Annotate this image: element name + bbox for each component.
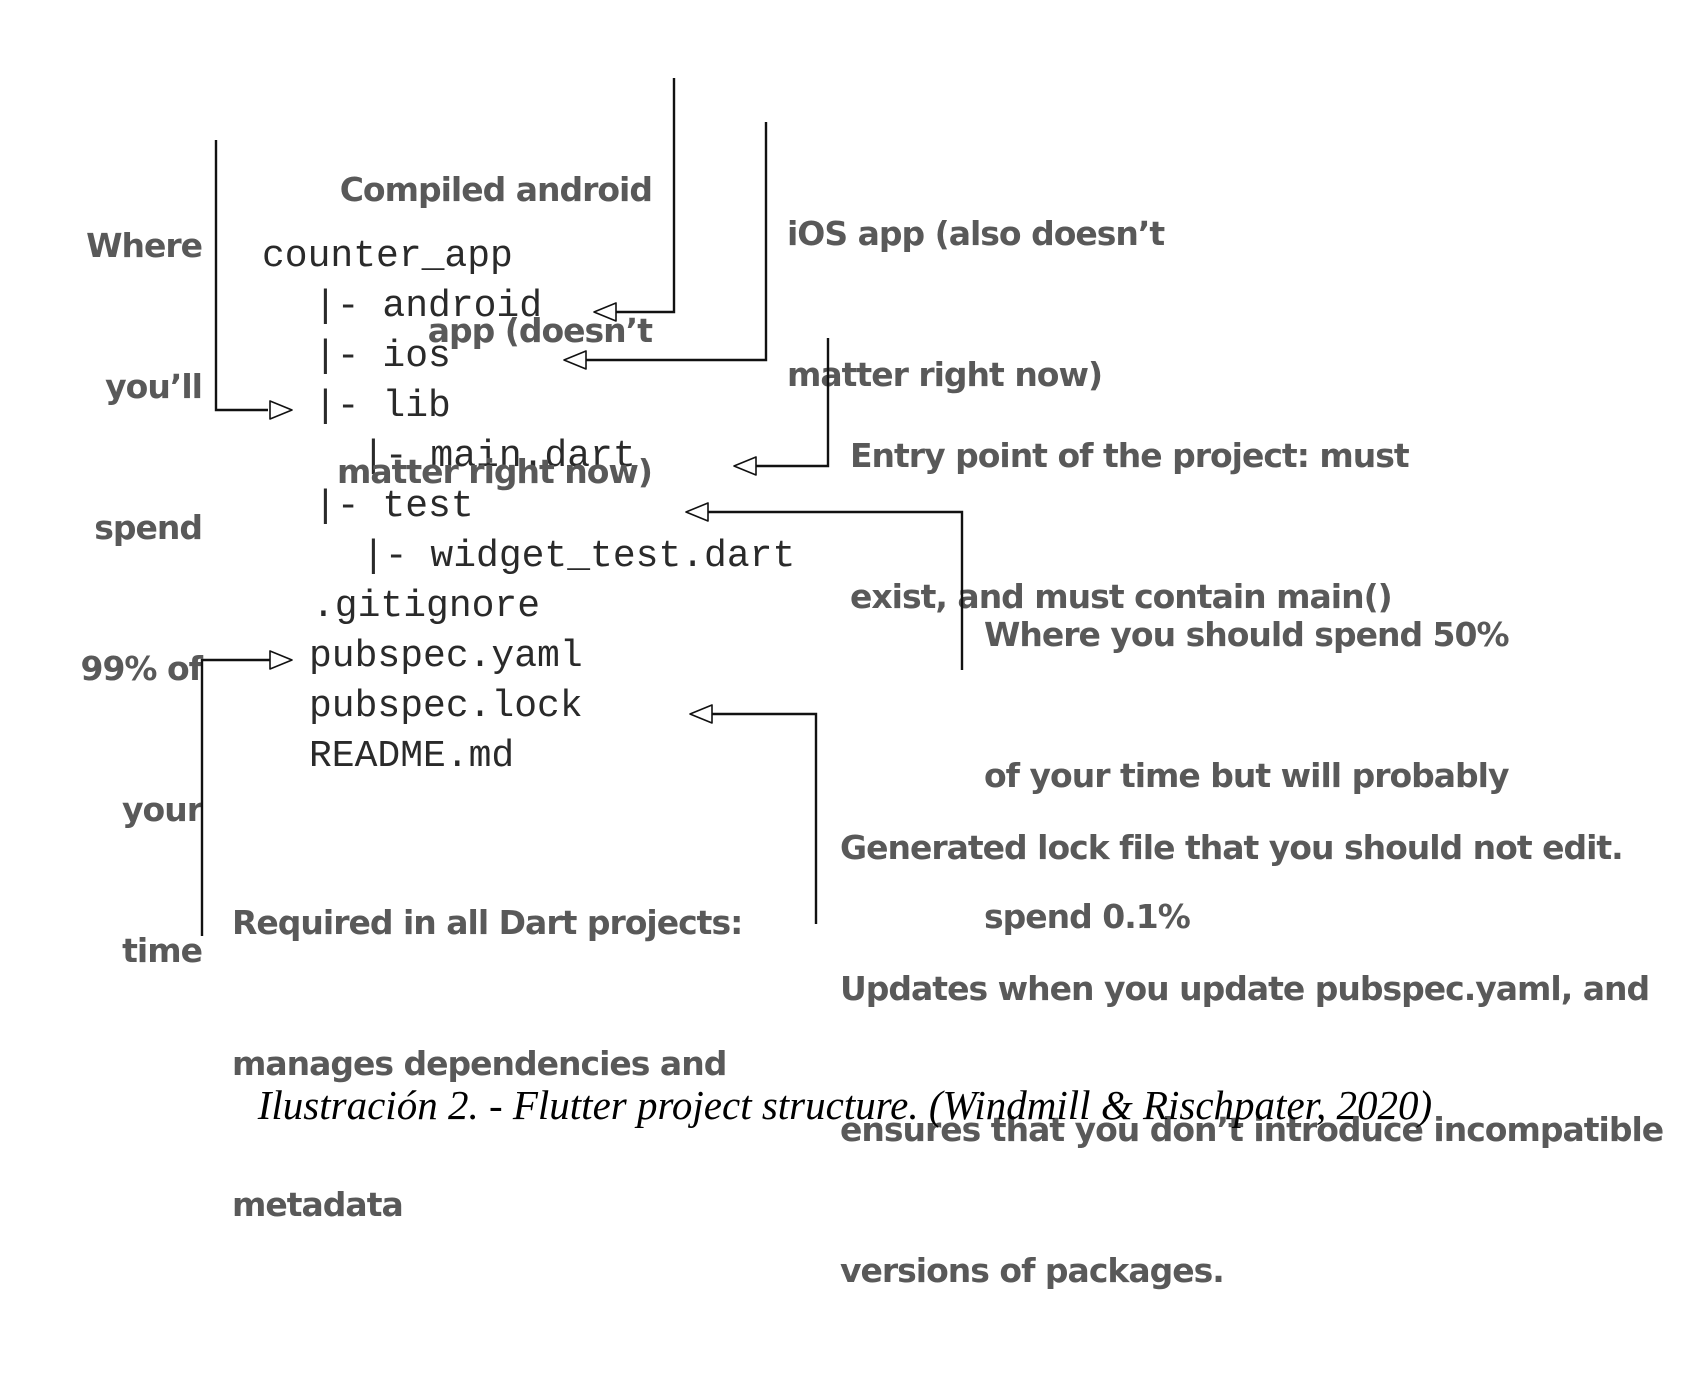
note-line: Generated lock file that you should not …: [840, 828, 1624, 867]
arrowhead-icon: [733, 456, 757, 476]
note-line: spend 0.1%: [984, 897, 1191, 936]
tree-item-widget-test: |- widget_test.dart: [362, 535, 796, 578]
tree-item-gitignore: .gitignore: [312, 585, 541, 628]
note-line: metadata: [232, 1185, 404, 1224]
arrowhead-icon: [593, 302, 617, 322]
note-line: Compiled android: [339, 170, 653, 209]
note-line: versions of packages.: [840, 1251, 1225, 1290]
main-note: Entry point of the project: must exist, …: [850, 338, 1410, 714]
note-line: ensures that you don’t introduce incompa…: [840, 1110, 1664, 1149]
main-connector: [756, 338, 830, 468]
note-line: Where: [86, 226, 203, 265]
arrowhead-icon: [689, 704, 713, 724]
pubspec-yaml-note: Required in all Dart projects: manages d…: [232, 805, 743, 1322]
tree-item-ios: |- ios: [314, 335, 451, 378]
note-line: 99% of: [80, 649, 203, 688]
test-note: Where you should spend 50% of your time …: [984, 517, 1510, 1034]
note-line: iOS app (also doesn’t: [787, 214, 1165, 253]
lib-connector: [214, 140, 268, 412]
pubspec-lock-connector: [712, 712, 818, 924]
tree-item-test: |- test: [314, 485, 474, 528]
tree-item-readme: README.md: [309, 735, 515, 778]
android-note: Compiled android app (doesn’t matter rig…: [300, 72, 653, 589]
tree-root: counter_app: [262, 235, 513, 278]
connector-arrows: [200, 78, 964, 936]
figure-caption: Ilustración 2. - Flutter project structu…: [257, 1082, 1433, 1128]
arrowhead-icon: [563, 350, 587, 370]
pubspec-yaml-connector: [200, 658, 270, 936]
note-line: of your time but will probably: [984, 756, 1509, 795]
test-connector: [708, 510, 964, 670]
tree-item-android: |- android: [314, 285, 543, 328]
tree-item-lib: |- lib: [314, 385, 451, 428]
note-line: app (doesn’t: [427, 311, 653, 350]
arrowhead-icon: [269, 400, 293, 420]
note-line: your: [122, 790, 203, 829]
arrowhead-icon: [685, 502, 709, 522]
flutter-structure-diagram: counter_app |- android |- ios |- lib |- …: [40, 72, 1664, 1290]
note-line: matter right now): [787, 355, 1103, 394]
ios-note: iOS app (also doesn’t matter right now): [787, 116, 1165, 492]
android-connector: [614, 78, 676, 314]
note-line: Where you should spend 50%: [984, 615, 1510, 654]
note-line: time: [122, 931, 203, 970]
note-line: manages dependencies and: [232, 1044, 727, 1083]
lib-note: Where you’ll spend 99% of your time: [40, 128, 203, 1068]
note-line: matter right now): [336, 452, 653, 491]
note-line: you’ll: [105, 367, 203, 406]
note-line: exist, and must contain main(): [850, 577, 1393, 616]
arrowhead-icon: [269, 650, 293, 670]
tree-item-main-dart: |- main.dart: [362, 435, 636, 478]
note-line: spend: [94, 508, 203, 547]
tree-item-pubspec-lock: pubspec.lock: [309, 685, 583, 728]
note-line: Entry point of the project: must: [850, 436, 1410, 475]
note-line: Required in all Dart projects:: [232, 903, 743, 942]
note-line: Updates when you update pubspec.yaml, an…: [840, 969, 1650, 1008]
tree-item-pubspec-yaml: pubspec.yaml: [309, 635, 583, 678]
ios-connector: [586, 122, 768, 362]
